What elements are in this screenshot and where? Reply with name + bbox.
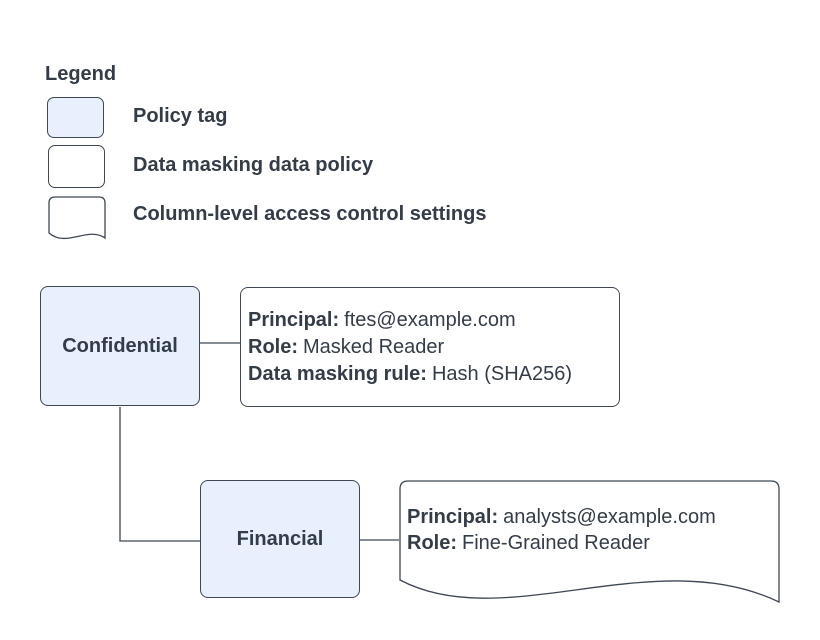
field-name: Principal:: [407, 506, 499, 528]
data-policy-swatch: [48, 145, 105, 188]
field-value: analysts@example.com: [503, 506, 716, 528]
legend-item-label-access-settings: Column-level access control settings: [133, 203, 487, 225]
connector-confidential-financial: [119, 407, 200, 542]
field-row: Role:Masked Reader: [248, 334, 619, 361]
access-settings-text: Principal:analysts@example.com Role:Fine…: [407, 480, 777, 580]
field-value: Fine-Grained Reader: [462, 532, 650, 554]
legend-title: Legend: [45, 63, 117, 85]
legend-item-label-data-policy: Data masking data policy: [133, 154, 374, 176]
field-name: Principal:: [248, 308, 340, 331]
field-value: Hash (SHA256): [431, 362, 573, 385]
field-value: ftes@example.com: [344, 308, 516, 331]
access-settings-document: [399, 480, 781, 607]
confidential-policy-tag-label: Confidential: [62, 334, 178, 357]
field-row: Data masking rule:Hash (SHA256): [248, 361, 619, 388]
legend-item-label-policy-tag: Policy tag: [133, 105, 228, 127]
field-name: Data masking rule:: [248, 362, 427, 385]
field-name: Role:: [407, 532, 457, 554]
masking-policy-card: Principal:ftes@example.com Role:Masked R…: [240, 287, 620, 407]
confidential-policy-tag: Confidential: [40, 286, 200, 406]
field-value: Masked Reader: [303, 335, 445, 358]
field-row: Role:Fine-Grained Reader: [407, 530, 777, 556]
financial-policy-tag-label: Financial: [236, 527, 324, 550]
field-row: Principal:ftes@example.com: [248, 307, 619, 334]
document-swatch: [48, 196, 107, 246]
field-row: Principal:analysts@example.com: [407, 504, 777, 530]
field-name: Role:: [248, 335, 298, 358]
financial-policy-tag: Financial: [200, 480, 360, 598]
policy-tag-swatch: [47, 97, 104, 138]
